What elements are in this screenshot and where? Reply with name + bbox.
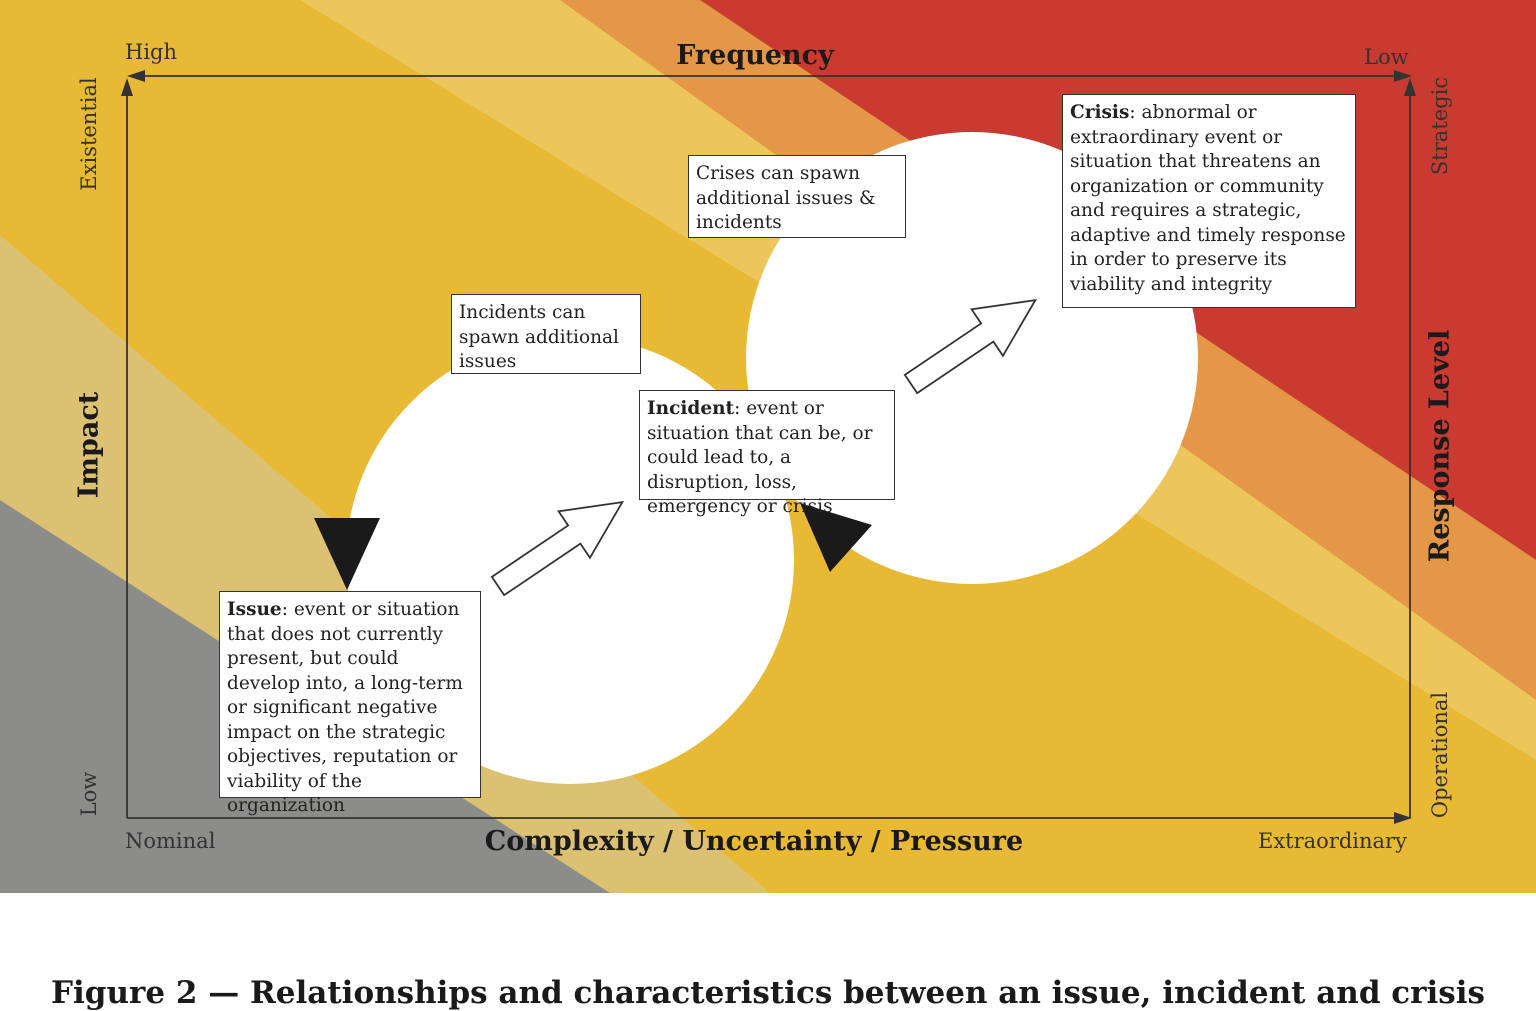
bottom-axis-extraordinary-label: Extraordinary [1258, 829, 1407, 853]
issue-term: Issue [227, 599, 282, 620]
left-axis-existential-label: Existential [77, 77, 101, 191]
bottom-axis-nominal-label: Nominal [125, 829, 216, 853]
response-level-axis-title: Response Level [1424, 329, 1456, 563]
issue-definition-box: Issue: event or situation that does not … [219, 591, 481, 816]
triangle-pointer-icon [800, 503, 872, 572]
arrow-up-right-icon [903, 298, 1038, 395]
incident-term: Incident [647, 398, 735, 419]
bottom-axis-arrow-icon [1394, 812, 1412, 824]
right-axis-strategic-label: Strategic [1428, 76, 1452, 176]
crisis-definition-box: Crisis: abnormal or extraordinary event … [1062, 94, 1356, 308]
figure-caption: Figure 2 — Relationships and characteris… [51, 975, 1485, 1011]
left-axis-arrow-icon [121, 78, 133, 96]
incidents-spawn-note: Incidents can spawn additional issues [451, 294, 641, 374]
arrow-up-right-icon [490, 500, 625, 597]
top-axis-low-label: Low [1364, 45, 1409, 69]
crises-spawn-note: Crises can spawn additional issues & inc… [688, 155, 906, 238]
incidents-spawn-text: Incidents can spawn additional issues [459, 302, 619, 372]
top-axis-left-arrow-icon [127, 70, 145, 82]
left-axis-low-label: Low [77, 771, 101, 817]
incident-definition-box: Incident: event or situation that can be… [639, 390, 895, 517]
crisis-term: Crisis [1070, 102, 1130, 123]
complexity-axis-title: Complexity / Uncertainty / Pressure [484, 826, 1024, 857]
axes [121, 70, 1416, 824]
right-axis-operational-label: Operational [1428, 691, 1452, 819]
impact-axis-title: Impact [73, 391, 105, 499]
crisis-definition-text: : abnormal or extraordinary event or sit… [1070, 102, 1346, 295]
top-axis-high-label: High [125, 40, 177, 64]
crises-spawn-text: Crises can spawn additional issues & inc… [696, 163, 876, 233]
frequency-axis-title: Frequency [676, 40, 834, 71]
top-axis-right-arrow-icon [1394, 70, 1412, 82]
issue-definition-text: : event or situation that does not curre… [227, 599, 463, 816]
incident-definition-text: : event or situation that can be, or cou… [647, 398, 873, 517]
right-axis-arrow-icon [1404, 78, 1416, 96]
triangle-down-icon [314, 518, 380, 590]
